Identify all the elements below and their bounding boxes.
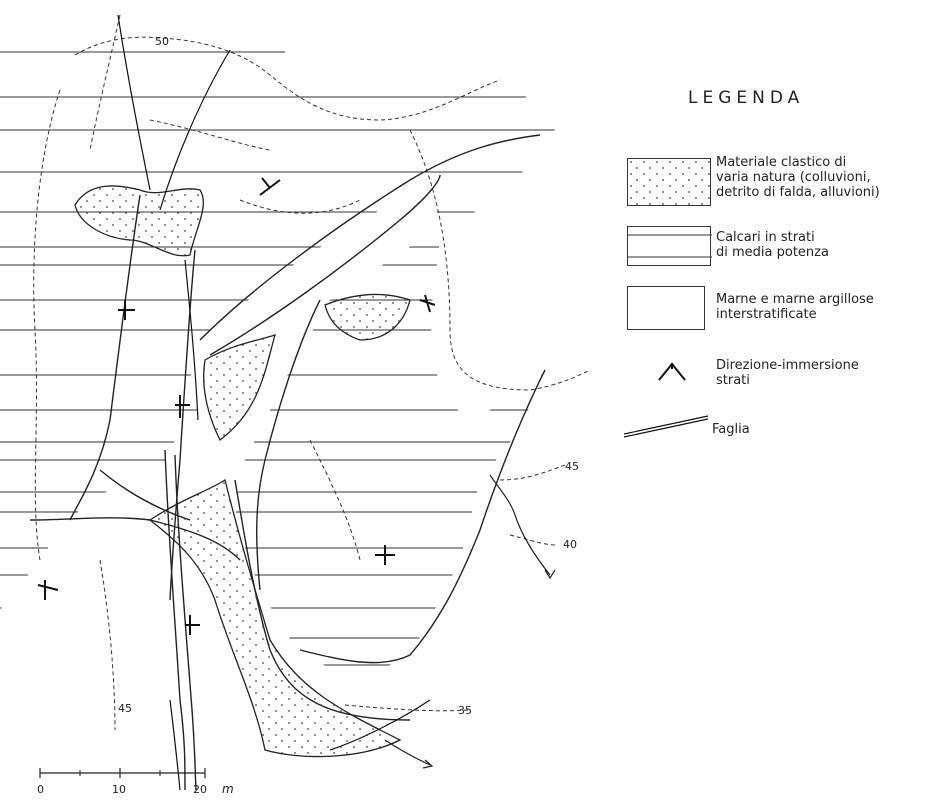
legend-fault-line1: Faglia <box>712 422 750 437</box>
scale-tick-10: 10 <box>112 783 126 796</box>
legend-marl-line1: Marne e marne argillose <box>716 292 874 307</box>
legend-symbol-fault <box>623 415 709 438</box>
scale-tick-0: 0 <box>37 783 44 796</box>
legend-title: LEGENDA <box>688 88 805 108</box>
legend-strike-line2: strati <box>716 373 750 388</box>
legend-swatch-marl <box>627 286 705 330</box>
legend-swatch-limestone <box>627 226 712 266</box>
legend-item-marl: Marne e marne argillose interstratificat… <box>716 292 874 322</box>
legend-item-clastic: Materiale clastico di varia natura (coll… <box>716 155 880 200</box>
contour-label-45-east: 45 <box>565 460 579 473</box>
legend-symbol-strike <box>658 362 686 381</box>
legend-item-limestone: Calcari in strati di media potenza <box>716 230 829 260</box>
contour-lines <box>33 14 591 731</box>
contour-label-40: 40 <box>563 538 577 551</box>
legend-clastic-line3: detrito di falda, alluvioni) <box>716 185 880 200</box>
scale-bar: 0 10 20 m <box>37 768 234 796</box>
legend-strike-line1: Direzione-immersione <box>716 358 859 373</box>
legend-swatch-clastic <box>627 158 712 207</box>
legend-item-strike: Direzione-immersione strati <box>716 358 859 388</box>
scale-unit: m <box>222 782 234 796</box>
marl-outcrop-boundaries <box>29 134 546 791</box>
strike-dip-symbols <box>37 177 436 635</box>
legend-clastic-line1: Materiale clastico di <box>716 155 847 170</box>
legend-limestone-line1: Calcari in strati <box>716 230 815 245</box>
contour-label-35: 35 <box>458 704 472 717</box>
legend-clastic-line2: varia natura (colluvioni, <box>716 170 871 185</box>
scale-tick-20: 20 <box>193 783 207 796</box>
contour-label-50: 50 <box>155 35 169 48</box>
clastic-deposits <box>74 185 411 758</box>
drainage-arrows <box>384 474 556 769</box>
faults <box>117 14 431 791</box>
contour-label-45-west: 45 <box>118 702 132 715</box>
legend-marl-line2: interstratificate <box>716 307 817 322</box>
legend-limestone-line2: di media potenza <box>716 245 829 260</box>
legend-item-fault: Faglia <box>712 422 750 437</box>
